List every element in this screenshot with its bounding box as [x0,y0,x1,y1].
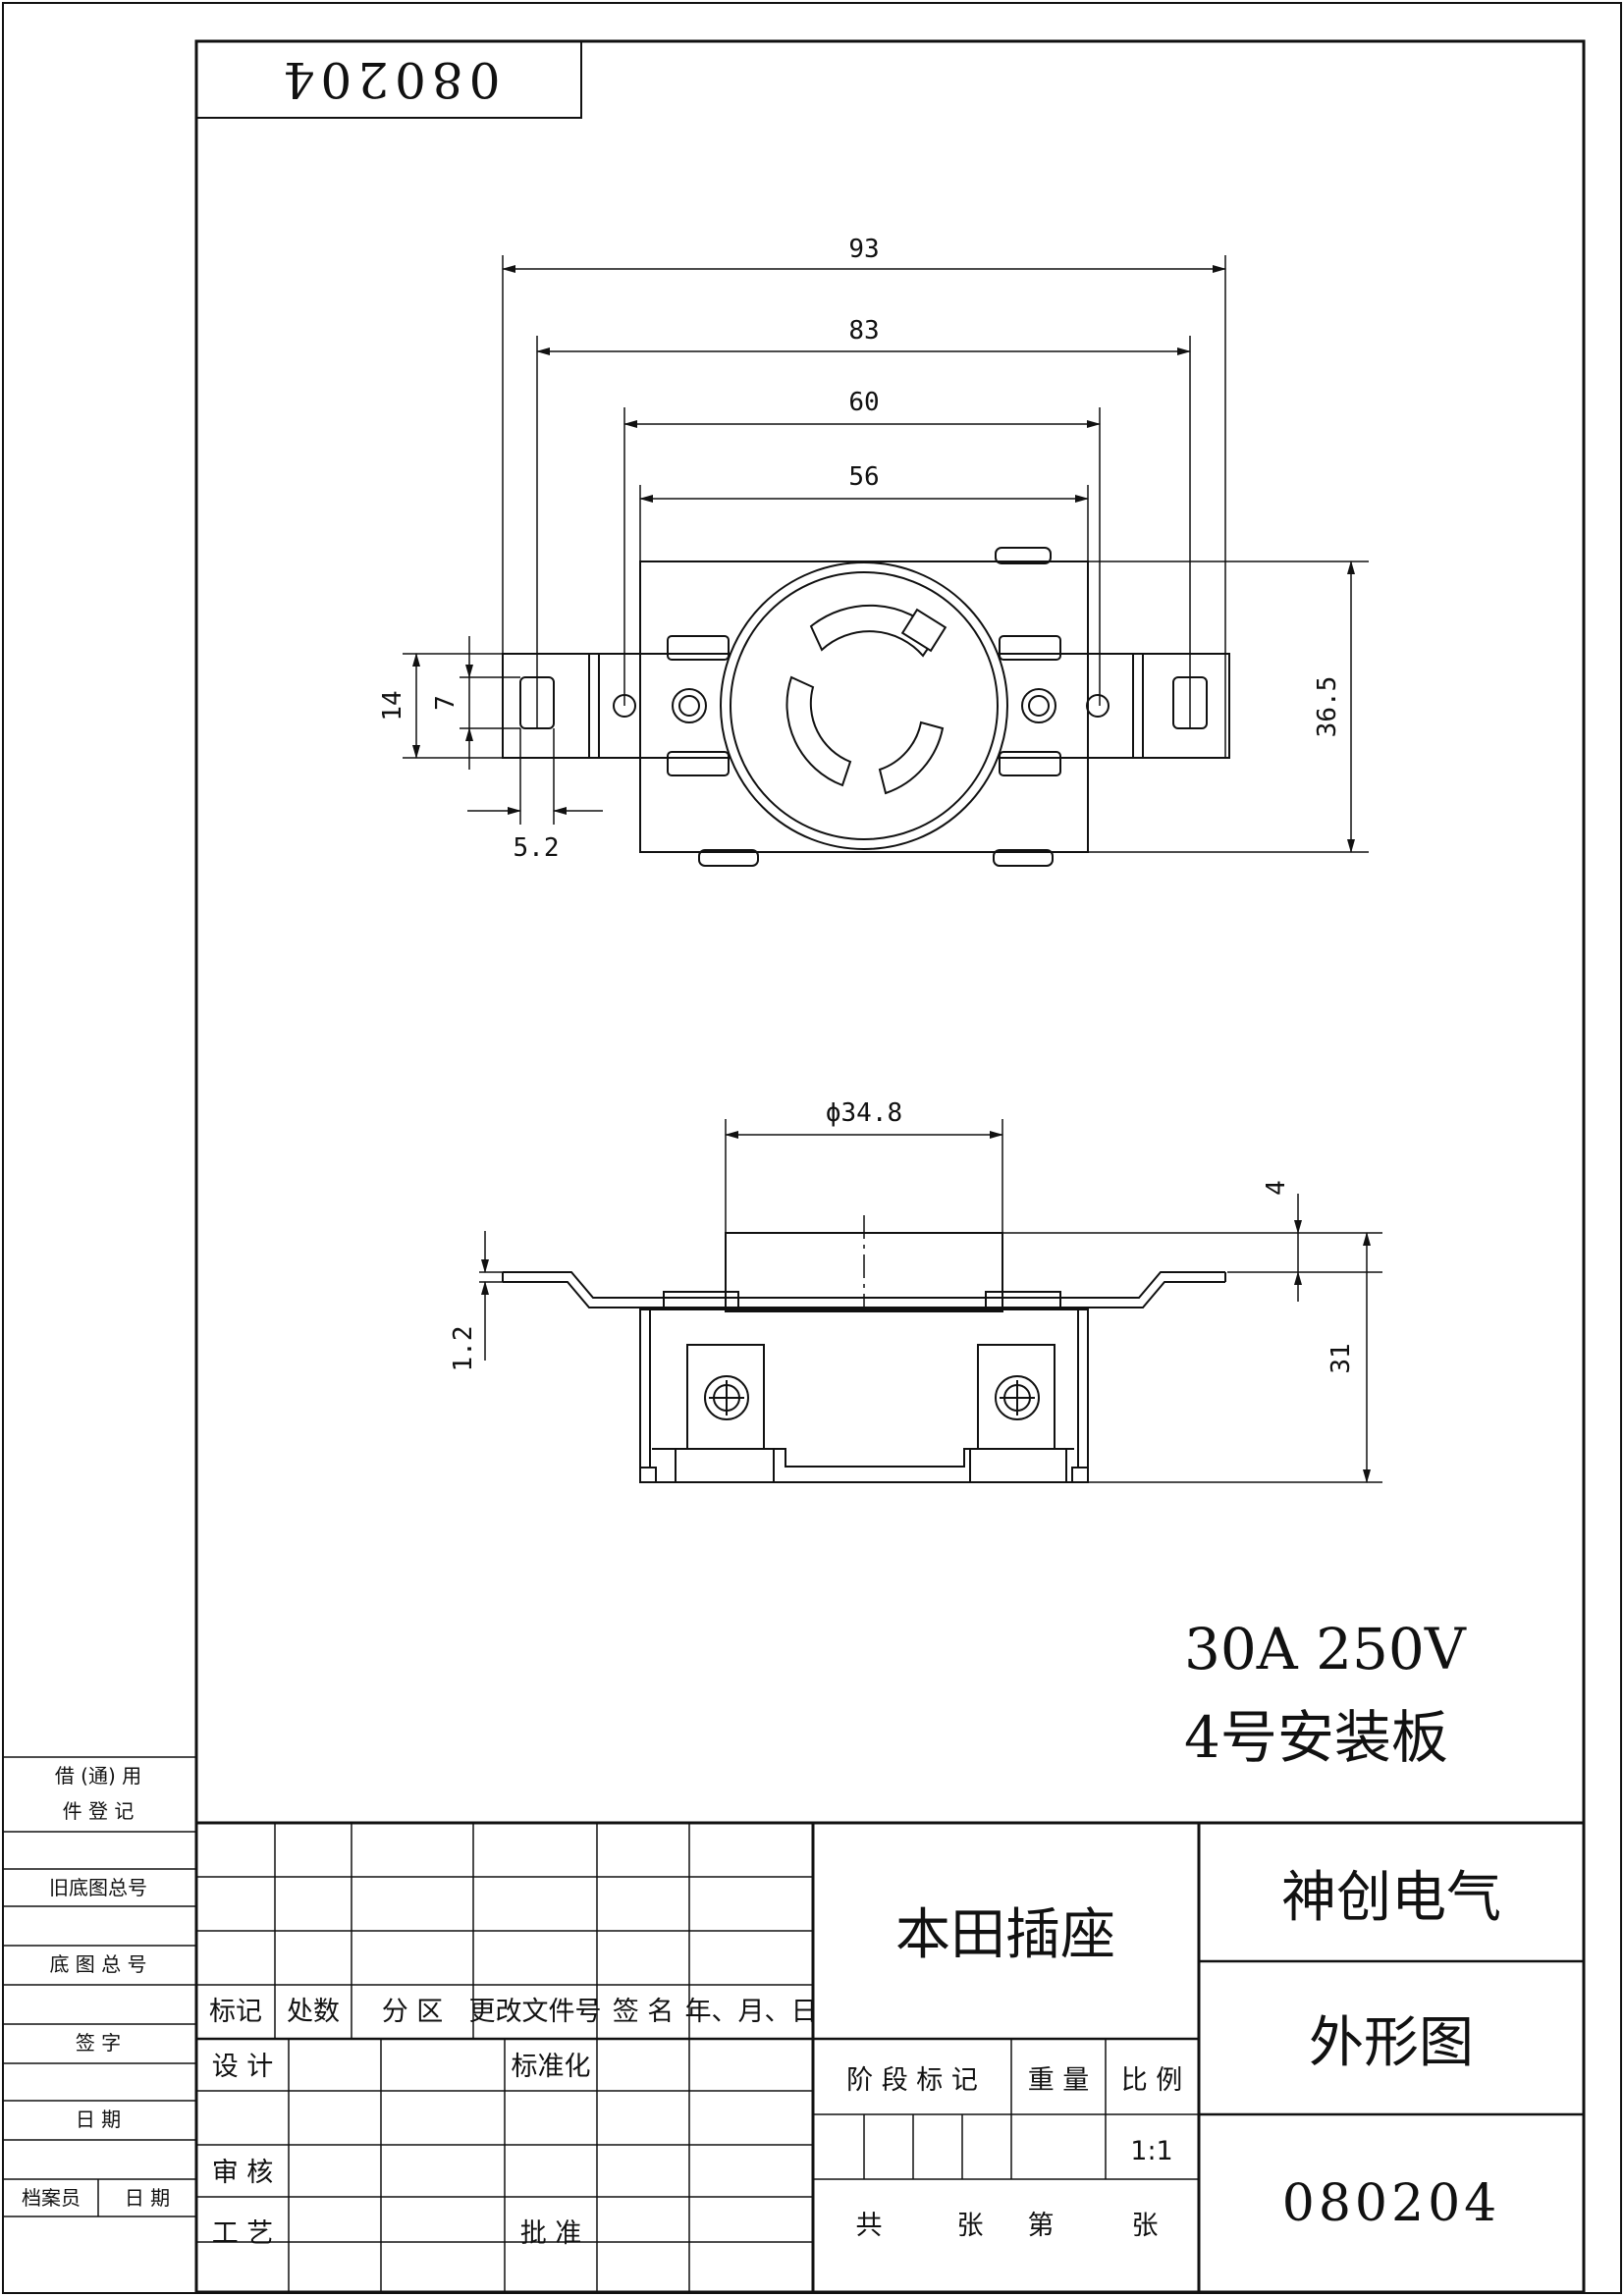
side-label-date: 日 期 [76,2108,121,2131]
dim-thickness-1-2: 1.2 [449,1326,478,1372]
side-label-borrow-1: 借 (通) 用 [55,1764,141,1788]
plate-text: 4号安装板 [1184,1704,1448,1771]
rail-bottom-left [667,751,730,776]
rivet-left [672,688,707,723]
tb-weight: 重 量 [1028,2065,1090,2096]
side-view [502,1215,1226,1483]
tb-header-sign: 签 名 [613,1997,675,2027]
rating-text: 30A 250V [1184,1616,1467,1682]
tb-design: 设 计 [212,2052,274,2082]
dim-height-31: 31 [1326,1343,1356,1373]
side-view-dimensions [479,1119,1382,1483]
side-label-signature: 签 字 [76,2031,121,2055]
dim-width-60: 60 [848,388,879,417]
screw-hole-right [1086,694,1110,718]
side-label-archivist: 档案员 [22,2186,81,2210]
prong-slot-left [785,675,852,787]
top-nub [995,547,1052,564]
prong-slot-right [878,721,945,795]
tb-scale-label: 比 例 [1121,2065,1183,2096]
tb-page-of: 第 [1028,2211,1055,2241]
tb-approve: 批 准 [520,2218,582,2249]
tb-drawing-type: 外形图 [1309,2011,1474,2075]
tb-sheets: 张 [957,2211,984,2241]
tb-drawing-number: 080204 [1282,2174,1501,2233]
rail-bottom-right [999,751,1061,776]
dim-height-14: 14 [378,690,407,721]
tb-sheet: 张 [1132,2211,1159,2241]
dim-slot-5-2: 5.2 [514,833,560,863]
side-view-dimension-labels: ϕ34.8 4 1.2 31 [449,1098,1356,1374]
dim-thickness-4: 4 [1262,1180,1291,1196]
housing-bottom-step [652,1448,1074,1468]
side-label-borrow-2: 件 登 记 [63,1799,135,1823]
side-label-base-total: 底 图 总 号 [49,1952,146,1976]
rotated-drawing-number-text: 080204 [278,51,501,108]
top-view [502,547,1230,867]
dim-diameter-34-8: ϕ34.8 [826,1098,902,1128]
rotated-drawing-number: 080204 [278,51,501,108]
dim-width-93: 93 [848,235,879,264]
top-view-dimension-labels: 93 83 60 56 5.2 14 7 36.5 [378,235,1342,863]
side-strip [3,1756,196,2217]
rivet-right [1021,688,1056,723]
tb-review: 审 核 [212,2158,274,2188]
tb-standardize: 标准化 [512,2052,591,2082]
title-block-text: 标记 处数 分 区 更改文件号 签 名 年、月、日 设 计 标准化 审 核 工 … [209,1866,1501,2249]
top-view-dimensions [403,255,1369,853]
rail-top-right [999,635,1061,661]
title-block-grid [196,1821,1584,2292]
tb-header-zone: 分 区 [382,1997,444,2027]
tb-total: 共 [856,2211,883,2241]
tb-stage-mark: 阶 段 标 记 [846,2065,978,2096]
tb-header-mark: 标记 [209,1997,262,2027]
dim-width-83: 83 [848,316,879,346]
dim-slot-7: 7 [431,695,460,711]
tb-process: 工 艺 [212,2218,274,2249]
side-strip-labels: 借 (通) 用 件 登 记 旧底图总号 底 图 总 号 签 字 日 期 档案员 … [22,1764,170,2210]
dim-height-36-5: 36.5 [1313,676,1342,738]
side-label-old-total: 旧底图总号 [49,1876,147,1899]
tb-product-name: 本田插座 [895,1903,1115,1967]
strap-profile-top [503,1271,1225,1299]
bottom-nub-right [993,849,1054,867]
receptacle-face-inner [730,571,999,840]
tb-header-doc: 更改文件号 [469,1997,602,2027]
side-label-archivist-date: 日 期 [125,2186,170,2210]
socket-housing [639,1308,1089,1483]
terminal-screw-left [704,1375,749,1420]
dim-width-56: 56 [848,462,879,492]
rail-top-left [667,635,730,661]
terminal-screw-right [995,1375,1040,1420]
tb-header-date: 年、月、日 [685,1997,818,2027]
tb-company: 神创电气 [1281,1866,1501,1930]
tb-header-count: 处数 [287,1997,340,2027]
tb-scale-value: 1:1 [1130,2136,1172,2166]
bottom-nub-left [698,849,759,867]
